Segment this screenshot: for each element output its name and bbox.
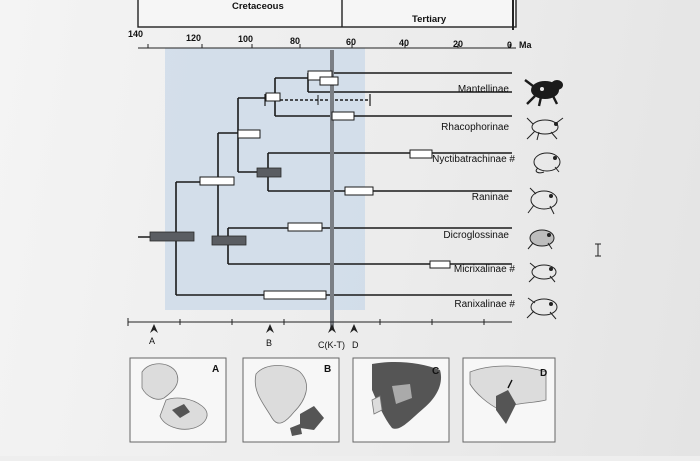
arrow-up-icon (350, 324, 358, 333)
arrow-up-icon (266, 324, 274, 333)
taxon-rhacophorinae: Rhacophorinae (441, 122, 509, 133)
tick-0: 0 (507, 40, 512, 50)
mantella-frog-icon (524, 79, 563, 107)
tick-60: 60 (346, 37, 356, 47)
taxon-mantellinae: Mantellinae (458, 84, 510, 95)
text-cursor-icon (595, 243, 601, 257)
event-d-label: D (352, 340, 359, 350)
taxon-raninae: Raninae (472, 192, 510, 203)
map-b-label: B (324, 364, 331, 375)
tick-20: 20 (453, 39, 463, 49)
map-panels: A B C D (129, 357, 556, 443)
taxon-labels: Mantellinae Rhacophorinae Nyctibatrachin… (432, 84, 515, 310)
arrow-up-icon (150, 324, 158, 333)
tick-40: 40 (399, 38, 409, 48)
tick-140: 140 (128, 29, 143, 39)
taxon-dicroglossinae: Dicroglossinae (443, 230, 509, 241)
map-panel-b: B (242, 357, 340, 443)
arrow-icon (507, 379, 513, 389)
taxon-nyctibatrachinae: Nyctibatrachinae # (432, 154, 515, 165)
event-kt-label: C(K-T) (318, 340, 345, 350)
frog-icon (527, 229, 555, 250)
time-axis: 140 120 100 80 60 40 20 0 Ma (128, 29, 532, 50)
period-tertiary: Tertiary (412, 14, 447, 25)
map-panel-a: A (129, 357, 227, 443)
tick-100: 100 (238, 34, 253, 44)
frog-icon (533, 152, 561, 174)
highlight-band (165, 48, 365, 310)
period-cretaceous: Cretaceous (232, 1, 284, 12)
taxon-micrixalinae: Micrixalinae # (454, 264, 516, 275)
arrow-up-icon (328, 324, 336, 333)
frog-illustrations (524, 79, 564, 320)
frog-icon (526, 297, 558, 320)
event-a-label: A (149, 336, 155, 346)
frog-icon (528, 262, 557, 283)
tick-80: 80 (290, 36, 300, 46)
axis-unit: Ma (519, 40, 532, 50)
map-panel-c: C (352, 357, 450, 443)
map-a-label: A (212, 364, 219, 375)
event-b-label: B (266, 338, 272, 348)
treefrog-icon (526, 117, 564, 141)
tick-120: 120 (186, 33, 201, 43)
taxon-ranixalinae: Ranixalinae # (454, 299, 515, 310)
period-bar: Cretaceous Tertiary (137, 0, 517, 30)
map-panel-d: D (462, 357, 556, 443)
confidence-bars (149, 70, 451, 300)
frog-icon (527, 187, 558, 215)
map-c-label: C (432, 366, 439, 377)
event-axis: A B C(K-T) D (127, 318, 512, 350)
map-d-label: D (540, 368, 547, 379)
